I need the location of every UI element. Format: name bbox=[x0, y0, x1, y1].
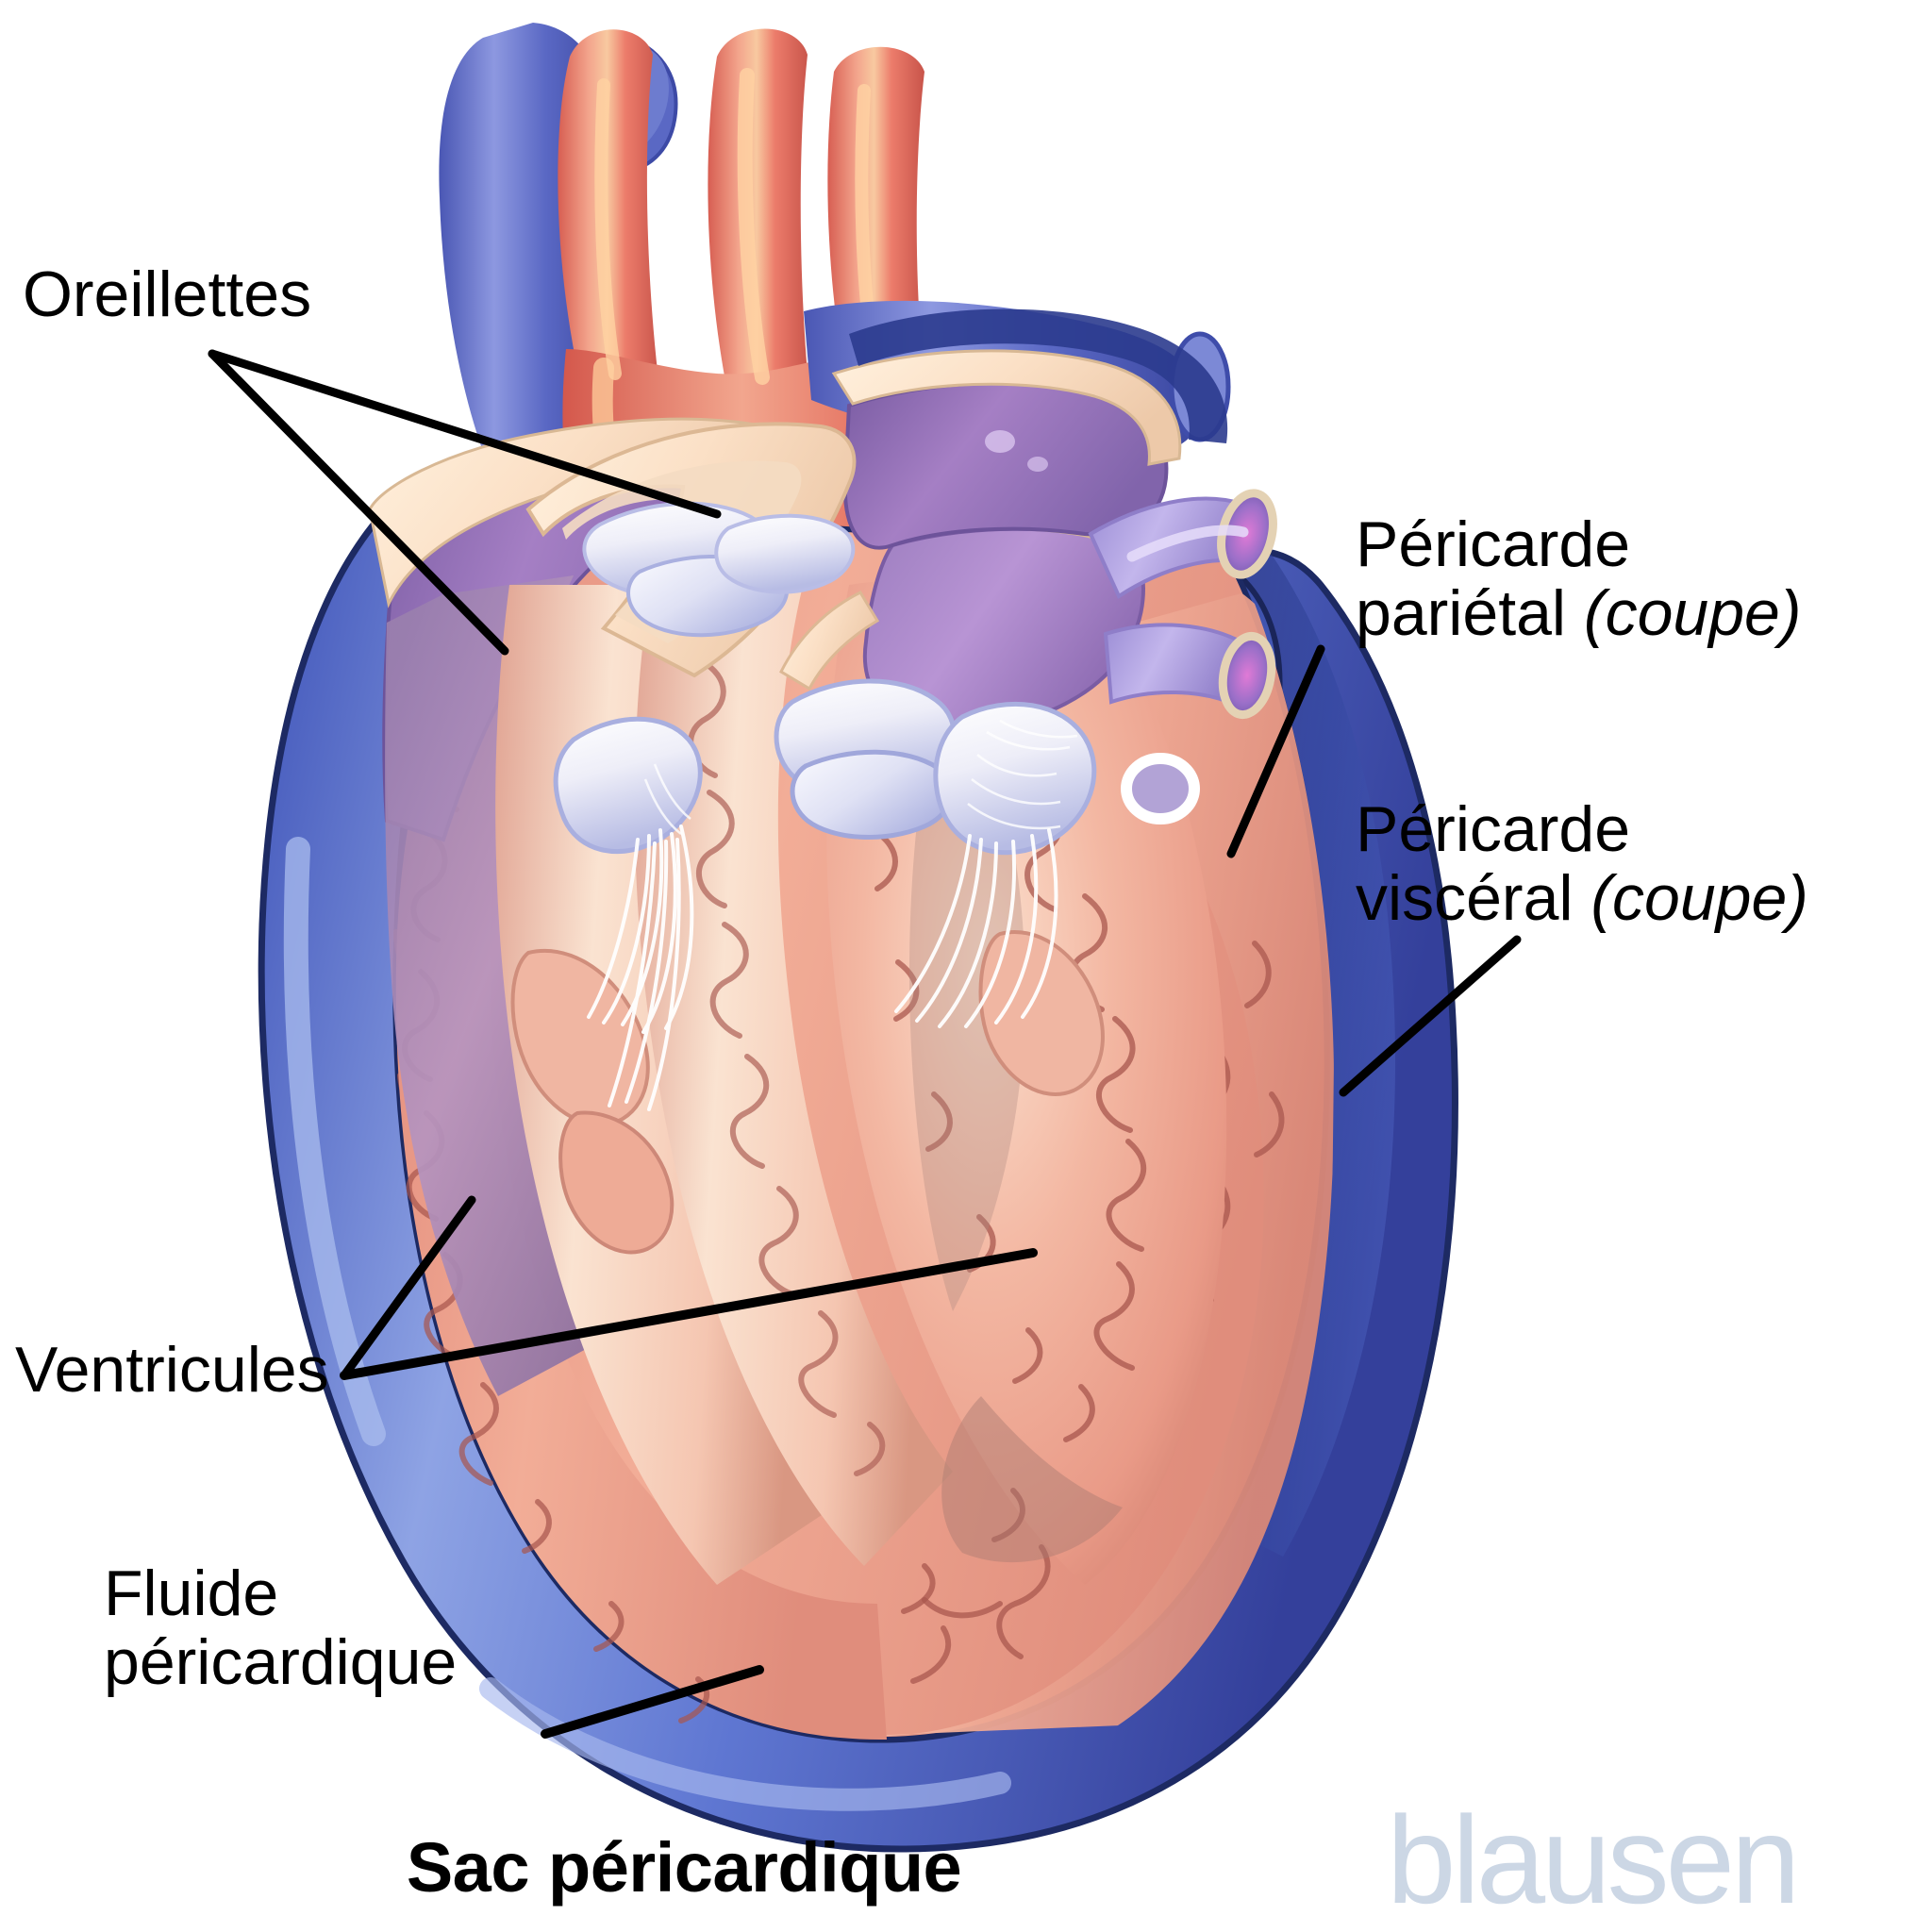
label-visceral-pericardium-note: (coupe) bbox=[1591, 862, 1808, 935]
leader-lines-group bbox=[208, 349, 1522, 1739]
label-parietal-pericardium-note: (coupe) bbox=[1583, 577, 1802, 650]
figure-title: Sac péricardique bbox=[406, 1828, 962, 1907]
label-pericardial-fluid-line1: Fluide bbox=[104, 1557, 279, 1629]
septum-cut-rim bbox=[779, 591, 880, 691]
right-atrium-cut-rim-top bbox=[831, 349, 1182, 466]
leader-atria-lower bbox=[208, 349, 509, 656]
left-common-carotid-artery bbox=[708, 28, 809, 396]
leader-ventricles-upper bbox=[340, 1195, 476, 1380]
label-parietal-pericardium-line1: Péricarde bbox=[1356, 508, 1631, 580]
papillary-muscle-left-2 bbox=[558, 1110, 675, 1255]
pulmonary-vein-lower-lumen bbox=[1218, 631, 1276, 720]
pericardial-reflection-dark bbox=[849, 308, 1228, 443]
valves-group bbox=[553, 501, 1097, 856]
valve-right-leaflet bbox=[933, 701, 1097, 856]
label-visceral-pericardium-line2: viscéral bbox=[1356, 862, 1591, 935]
papillary-muscle-right bbox=[978, 930, 1105, 1096]
leader-parietal-pericardium bbox=[1226, 644, 1325, 858]
pulmonary-vein-highlight bbox=[1126, 525, 1249, 562]
chordae-tendineae bbox=[587, 824, 1058, 1111]
heart-body-group bbox=[368, 308, 1335, 1743]
atrium-highlight-dot-2 bbox=[1027, 457, 1048, 472]
interventricular-septum bbox=[634, 528, 953, 1566]
label-atria: Oreillettes bbox=[23, 258, 312, 330]
pericardial-fluid-space bbox=[1226, 553, 1396, 1557]
sac-highlight-left bbox=[283, 837, 386, 1446]
mitral-valve-leaflet-2 bbox=[790, 749, 955, 840]
leader-atria-upper bbox=[208, 349, 722, 519]
label-parietal-pericardium-line2: pariétal bbox=[1356, 577, 1584, 650]
chordae-tendineae-fine bbox=[643, 719, 1078, 835]
apex-shadow bbox=[941, 1396, 1123, 1563]
atrium-highlight-dot bbox=[985, 430, 1015, 453]
aorta-highlight-2 bbox=[737, 68, 770, 385]
leader-pericardial-fluid bbox=[541, 1665, 764, 1739]
pulmonary-veins-group bbox=[1088, 489, 1277, 720]
brachiocephalic-artery bbox=[558, 29, 660, 397]
semilunar-valve-cusp-3 bbox=[714, 513, 856, 594]
blausen-watermark: blausen bbox=[1387, 1790, 1800, 1929]
right-ventricle-free-wall bbox=[395, 509, 887, 1740]
cut-vessel-ring bbox=[1121, 753, 1200, 824]
leader-ventricles-right bbox=[340, 1248, 1038, 1380]
label-ventricles: Ventricules bbox=[15, 1334, 329, 1406]
leader-visceral-pericardium bbox=[1339, 935, 1522, 1097]
label-visceral-pericardium-line1: Péricarde bbox=[1356, 793, 1631, 865]
brachiocephalic-highlight bbox=[594, 78, 622, 380]
label-pericardial-fluid-line2: péricardique bbox=[104, 1626, 458, 1699]
papillary-muscle-left bbox=[510, 948, 650, 1127]
tricuspid-valve-leaflet bbox=[553, 716, 703, 854]
